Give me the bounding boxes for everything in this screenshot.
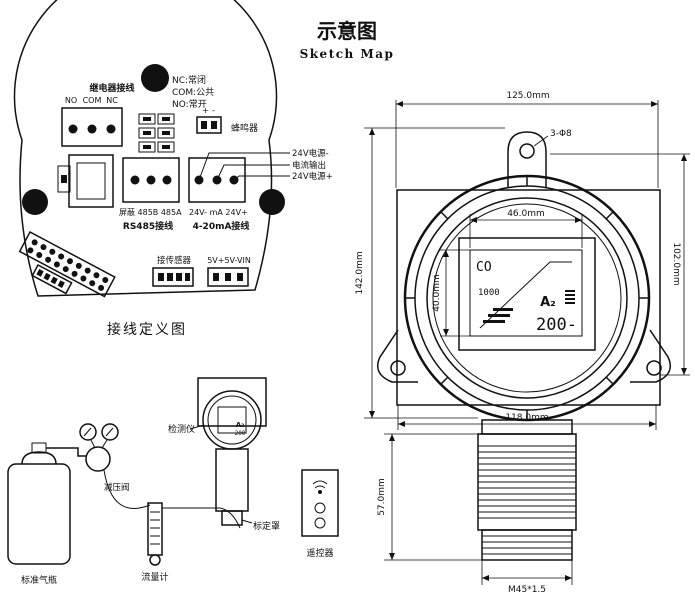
wire-24v-minus xyxy=(198,152,290,181)
mini-detector-bezel xyxy=(202,390,262,450)
dim-height-front: 102.0mm xyxy=(671,242,681,285)
detector-body xyxy=(396,189,661,406)
sensor-connector xyxy=(152,267,194,287)
lcd-gas-label: CO xyxy=(476,260,492,275)
dim-thread: M45*1.5 xyxy=(508,585,546,595)
board-caption: 接线定义图 xyxy=(107,321,187,338)
rs485-terminal-block xyxy=(122,157,180,203)
mini-reading: 200 xyxy=(235,430,246,437)
vin-connector-label: 5V+5V-VIN xyxy=(207,256,251,265)
jumper-4 xyxy=(157,113,175,125)
mini-detector-housing xyxy=(197,377,267,427)
top-mount-lug xyxy=(507,131,547,188)
mini-sensor-tube xyxy=(215,448,249,512)
page-title: 示意图 xyxy=(317,19,377,43)
mini-detector-lcd xyxy=(217,406,247,434)
lcd-ramp xyxy=(479,261,572,329)
lcd-display xyxy=(469,249,583,337)
regulator-gauge-left xyxy=(79,423,97,441)
dim-width-top: 125.0mm xyxy=(506,91,549,101)
buzzer-connector xyxy=(196,116,222,134)
flowmeter-label: 流量计 xyxy=(141,571,168,583)
dimension-lines xyxy=(364,100,690,585)
relay-term-nc: NC xyxy=(106,96,118,105)
dim-display-width: 46.0mm xyxy=(507,209,545,219)
dim-display-height: 40.0mm xyxy=(432,274,442,312)
wire-24v-plus xyxy=(233,175,290,181)
detector-drawing: CO 1000 A₂ 200- xyxy=(377,131,671,561)
relay-legend-com: COM:公共 xyxy=(172,87,214,98)
buzzer-plus-sign: + xyxy=(202,106,209,115)
hood-label: 标定罩 xyxy=(253,520,280,532)
lcd-reading: 200- xyxy=(536,315,577,335)
dimension-arrows xyxy=(369,101,687,581)
jumper-1 xyxy=(138,113,156,125)
right-mount-lug xyxy=(630,329,671,383)
rs485-terms: 屏蔽 485B 485A xyxy=(119,207,182,217)
dim-hole: 3-Φ8 xyxy=(550,129,572,139)
mount-hole-right xyxy=(259,189,285,215)
dip-switch xyxy=(31,263,73,295)
analog-terminal-block xyxy=(188,157,246,203)
lcd-window xyxy=(458,237,596,351)
analog-label: 4-20mA接线 xyxy=(193,220,250,232)
calibration-hood xyxy=(221,510,243,526)
fuse-component xyxy=(57,165,71,193)
regulator-label: 减压阀 xyxy=(104,482,130,493)
relay-legend-nc: NC:常闭 xyxy=(172,74,206,86)
dim-sensor-height: 57.0mm xyxy=(377,478,387,516)
sensor-connector-label: 接传感器 xyxy=(157,255,192,266)
cylinder-label: 标准气瓶 xyxy=(21,574,57,586)
buzzer-minus-sign: - xyxy=(212,106,215,115)
wiring-board: 继电器接线 NO COM NC NC:常闭 COM:公共 NO:常开 + - 蜂… xyxy=(13,0,333,298)
pressure-regulator xyxy=(85,446,111,472)
relay-legend-no: NO:常开 xyxy=(172,98,207,110)
pin-header xyxy=(18,230,116,298)
dim-height-total: 142.0mm xyxy=(355,251,365,294)
vin-connector xyxy=(207,267,249,287)
lcd-scale: 1000 xyxy=(478,288,500,298)
flowmeter xyxy=(147,502,163,556)
lcd-signal-bars xyxy=(565,290,575,304)
analog-terms: 24V- mA 24V+ xyxy=(189,208,248,217)
jumper-5 xyxy=(157,127,175,139)
current-out-label: 电流输出 xyxy=(292,160,326,171)
buzzer-label: 蜂鸣器 xyxy=(231,122,258,134)
rs485-label: RS485接线 xyxy=(123,220,173,232)
lcd-bar-graph xyxy=(483,308,513,323)
wire-current-out xyxy=(216,164,290,181)
relay-terminal-block xyxy=(61,107,123,147)
relay-term-no: NO xyxy=(65,96,77,105)
relay-screw-com xyxy=(87,124,97,134)
regulator-gauge-right xyxy=(101,423,119,441)
calibration-setup: 标准气瓶 减压阀 流量计 A₂ 200 检测仪 标定罩 xyxy=(7,377,339,586)
lcd-gas-symbol: A₂ xyxy=(540,295,556,310)
left-mount-lug xyxy=(377,329,418,383)
power-minus-label: 24V电源- xyxy=(292,148,329,159)
jumper-2 xyxy=(138,127,156,139)
gas-cylinder xyxy=(7,463,71,565)
mount-hole-top xyxy=(141,64,169,92)
remote-label: 遥控器 xyxy=(306,547,333,559)
mount-hole-left xyxy=(22,189,48,215)
power-plus-label: 24V电源+ xyxy=(292,171,333,182)
dim-body-width: 118.0mm xyxy=(505,413,548,423)
relay-title: 继电器接线 xyxy=(89,82,134,94)
jumper-3 xyxy=(138,141,156,153)
sensor-grooves xyxy=(478,445,576,519)
relay-screw-no xyxy=(68,124,78,134)
detector-label: 检测仪 xyxy=(168,423,195,435)
remote-control xyxy=(301,469,339,537)
board-outline xyxy=(13,0,278,297)
page-subtitle: Sketch Map xyxy=(300,47,395,61)
relay-body xyxy=(68,154,114,208)
relay-term-com: COM xyxy=(83,96,102,105)
jumper-6 xyxy=(157,141,175,153)
relay-screw-nc xyxy=(106,124,116,134)
mini-gas-symbol: A₂ xyxy=(236,421,244,429)
sensor-thread xyxy=(481,529,573,561)
